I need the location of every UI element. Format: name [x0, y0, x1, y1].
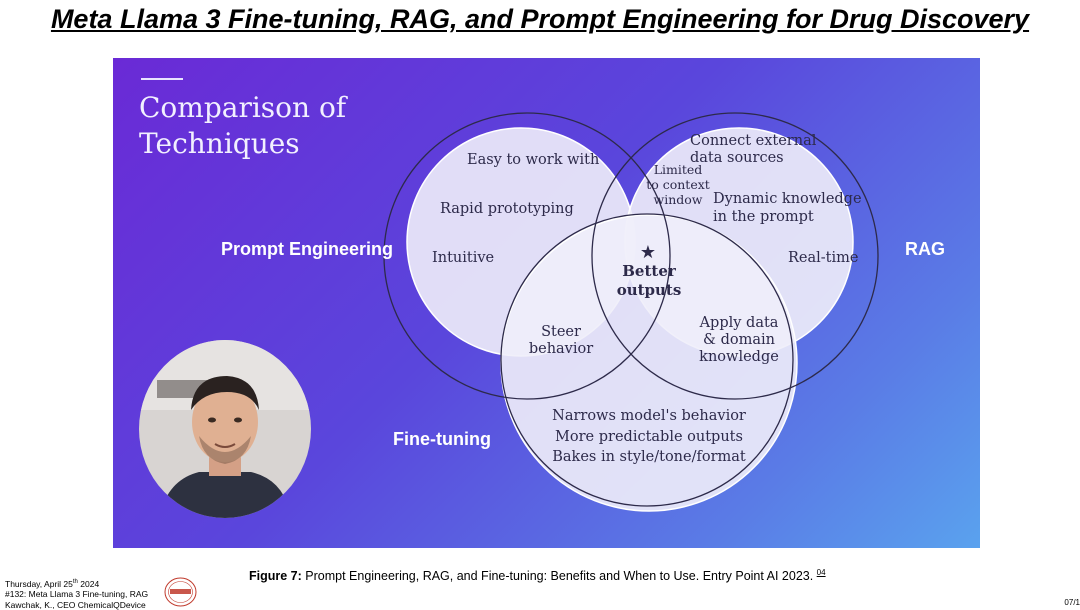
caption-label: Figure 7:	[249, 569, 302, 584]
outline-prompt	[383, 112, 671, 400]
caption-text: Prompt Engineering, RAG, and Fine-tuning…	[301, 569, 817, 584]
center-line-1: Better	[622, 262, 677, 280]
label-rag: RAG	[905, 239, 945, 259]
overlap-prompt-ft-1: Steer	[541, 324, 581, 340]
overlap-prompt-ft-2: behavior	[529, 341, 593, 357]
ft-item-2: More predictable outputs	[555, 429, 743, 445]
overlap-prompt-rag-2: to context	[646, 177, 710, 192]
presenter-avatar	[139, 340, 311, 518]
ft-item-1: Narrows model's behavior	[552, 408, 746, 424]
star-icon: ★	[640, 242, 656, 263]
footer-date-sup: th	[72, 579, 78, 585]
label-prompt-engineering: Prompt Engineering	[221, 239, 393, 259]
footer-date-prefix: Thursday, April 25	[5, 578, 73, 589]
rag-item-1a: Connect external	[690, 133, 817, 149]
rag-item-3: Real-time	[788, 250, 858, 266]
slide-heading-line1: Comparison of	[139, 91, 347, 124]
footer-author: Kawchak, K., CEO ChemicalQDevice	[5, 599, 146, 610]
footer-info: Thursday, April 25th 2024 #132: Meta Lla…	[5, 577, 148, 610]
slide-heading-line2: Techniques	[139, 127, 300, 160]
outline-rag	[591, 112, 879, 400]
prompt-item-3: Intuitive	[432, 250, 494, 266]
overlap-prompt-rag-3: window	[654, 192, 703, 207]
page-title: Meta Llama 3 Fine-tuning, RAG, and Promp…	[50, 4, 1030, 34]
footer-date: Thursday, April 25th 2024	[5, 577, 148, 589]
rag-item-2b: in the prompt	[713, 209, 814, 225]
presenter-portrait	[139, 340, 311, 518]
footer-date-suffix: 2024	[77, 578, 100, 589]
rag-item-2a: Dynamic knowledge	[713, 191, 862, 207]
outline-fine-tuning	[500, 213, 794, 507]
prompt-item-1: Easy to work with	[467, 152, 599, 168]
venn-diagram: Prompt Engineering RAG Fine-tuning Easy …	[221, 112, 945, 512]
company-seal-logo	[164, 577, 197, 607]
prompt-item-2: Rapid prototyping	[440, 201, 574, 217]
page-number: 07/1	[1064, 598, 1080, 607]
ft-item-3: Bakes in style/tone/format	[552, 449, 746, 465]
slide-image: Comparison of Techniques Prompt Engineer…	[113, 58, 980, 548]
heading-rule	[141, 78, 183, 80]
slide-heading: Comparison of Techniques	[139, 90, 419, 162]
footer-episode: #132: Meta Llama 3 Fine-tuning, RAG	[5, 589, 149, 600]
overlap-rag-ft-3: knowledge	[699, 349, 779, 365]
center-line-2: outputs	[617, 281, 682, 299]
figure-caption: Figure 7: Prompt Engineering, RAG, and F…	[249, 568, 826, 583]
caption-ref: 04	[816, 568, 826, 577]
label-fine-tuning: Fine-tuning	[393, 429, 491, 449]
overlap-rag-ft-2: & domain	[703, 332, 775, 348]
overlap-rag-ft-1: Apply data	[699, 315, 779, 331]
overlap-prompt-rag-1: Limited	[654, 162, 703, 177]
rag-item-1b: data sources	[690, 150, 784, 166]
